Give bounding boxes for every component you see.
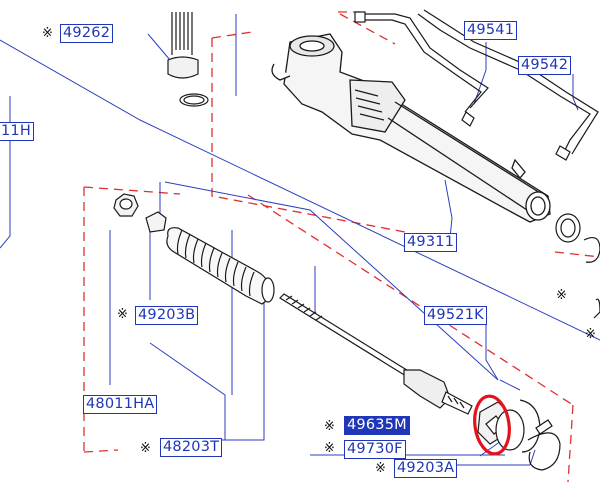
gear-housing-drawing xyxy=(271,33,551,223)
lock-washer-drawing xyxy=(477,399,561,471)
feed-pipes-drawing xyxy=(354,9,599,161)
part-label-49311[interactable]: 49311 xyxy=(404,233,458,252)
group-outline-lower xyxy=(83,186,574,483)
part-label-49521k[interactable]: 49521K xyxy=(424,306,487,325)
marker-49203b: ※ xyxy=(117,307,128,322)
pinion-shaft-drawing xyxy=(167,12,209,107)
part-label-49542[interactable]: 49542 xyxy=(518,56,572,75)
marker-49635m: ※ xyxy=(324,419,335,434)
marker-right-2: ※ xyxy=(585,327,596,342)
rack-boot-drawing xyxy=(166,227,275,305)
part-label-49541[interactable]: 49541 xyxy=(464,21,518,40)
part-label-49203a[interactable]: 49203A xyxy=(394,459,458,478)
leader-lines xyxy=(0,14,600,466)
part-label-49262[interactable]: 49262 xyxy=(60,24,114,43)
marker-49730f: ※ xyxy=(324,441,335,456)
part-label-48203t[interactable]: 48203T xyxy=(160,438,223,457)
highlight-circle xyxy=(473,394,511,456)
part-label-49203b[interactable]: 49203B xyxy=(135,306,199,325)
marker-49203a: ※ xyxy=(375,461,386,476)
marker-48203t: ※ xyxy=(140,441,151,456)
part-label-49635m[interactable]: 49635M xyxy=(344,416,410,435)
lock-nut-drawing xyxy=(113,193,167,233)
tie-rod-drawing xyxy=(279,293,473,415)
marker-49262: ※ xyxy=(42,26,53,41)
seal-rings-drawing xyxy=(555,213,600,319)
part-label-48011ha[interactable]: 48011HA xyxy=(83,395,158,414)
part-label-11h[interactable]: 11H xyxy=(0,122,34,141)
marker-right-1: ※ xyxy=(556,288,567,303)
part-label-49730f[interactable]: 49730F xyxy=(344,440,406,459)
